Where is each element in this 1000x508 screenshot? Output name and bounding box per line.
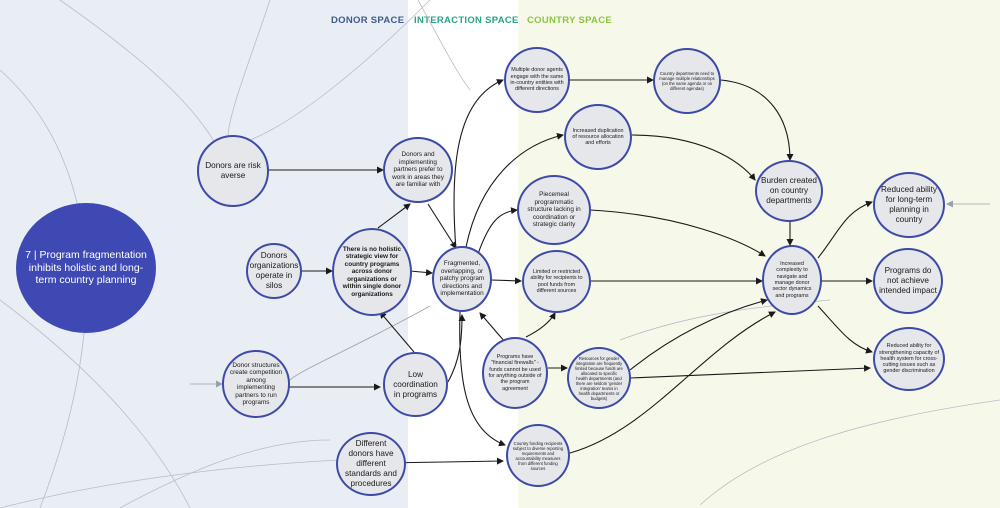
node-prefer-areas[interactable]: Donors and implementing partners prefer … — [383, 137, 453, 203]
edge-fragmented-to-multipleagents — [453, 79, 504, 251]
edge-lowcoord-to-noholistic — [379, 311, 415, 353]
edge-gender-to-complexity — [629, 298, 768, 371]
edge-noholistic-to-fragmented — [409, 268, 433, 276]
node-structures[interactable]: Donor structures create competition amon… — [222, 350, 290, 418]
edge-complexity-to-capacity — [817, 305, 873, 354]
node-multiple-agents[interactable]: Multiple donor agents engage with the sa… — [504, 47, 570, 113]
interaction-space-label: INTERACTION SPACE — [414, 15, 519, 26]
edge-noholistic-to-prefer — [377, 203, 411, 229]
node-no-holistic[interactable]: There is no holistic strategic view for … — [332, 228, 412, 316]
node-burden[interactable]: Burden created on country departments — [755, 160, 823, 222]
country-space-label: COUNTRY SPACE — [527, 15, 613, 26]
edge-fragmented-to-limitedpool — [490, 277, 522, 285]
edge-firewalls-to-fragmented — [479, 312, 506, 343]
node-reduced-capacity[interactable]: Reduced ability for strengthening capaci… — [873, 327, 945, 391]
edge-faint-fragmented-left — [289, 305, 431, 381]
node-limited-pool[interactable]: Limited or restricted ability for recipi… — [522, 250, 591, 313]
edge-firewalls-to-limitedpool — [525, 312, 556, 338]
edge-fragmented-to-duplication — [465, 132, 564, 248]
edge-piecemeal-to-complexity — [589, 209, 766, 257]
node-relationships[interactable]: Country departments need to manage multi… — [653, 48, 721, 114]
node-low-coordination[interactable]: Low coordination in programs — [383, 352, 448, 417]
node-duplication[interactable]: Increased duplication of resource alloca… — [564, 104, 632, 170]
node-piecemeal[interactable]: Piecemeal programmatic structure lacking… — [517, 175, 591, 245]
donor-space-label: DONOR SPACE — [331, 15, 405, 26]
node-different-donors[interactable]: Different donors have different standard… — [336, 432, 406, 496]
node-orgs-silos[interactable]: Donors organizations operate in silos — [246, 243, 302, 299]
node-complexity[interactable]: Increased complexity to navigate and man… — [762, 245, 822, 315]
edge-countryfunding-to-complexity — [569, 311, 776, 454]
node-gender[interactable]: Resources for gender integration are fre… — [567, 347, 631, 409]
node-firewalls[interactable]: Programs have "financial firewalls" - fu… — [482, 337, 548, 409]
node-not-achieve[interactable]: Programs do not achieve intended impact — [873, 248, 943, 314]
node-country-funding[interactable]: Country funding recipients subject to di… — [506, 424, 570, 487]
focus-node[interactable]: 7 | Program fragmentation inhibits holis… — [16, 203, 156, 333]
node-reduced-planning[interactable]: Reduced ability for long-term planning i… — [873, 172, 945, 238]
edge-fragmented-to-countryfunding — [459, 311, 506, 447]
edge-complexity-to-planning — [817, 200, 873, 259]
edge-prefer-to-fragmented — [427, 203, 457, 249]
edge-relationships-to-burden — [720, 79, 794, 161]
edge-duplication-to-burden — [631, 134, 756, 181]
edge-gender-to-capacity — [629, 364, 871, 379]
edge-fragmented-to-piecemeal — [477, 207, 518, 255]
edge-lowcoord-to-fragmented — [447, 314, 466, 383]
node-fragmented[interactable]: Fragmented, overlapping, or patchy progr… — [432, 246, 492, 312]
node-risk-averse[interactable]: Donors are risk averse — [197, 135, 269, 207]
